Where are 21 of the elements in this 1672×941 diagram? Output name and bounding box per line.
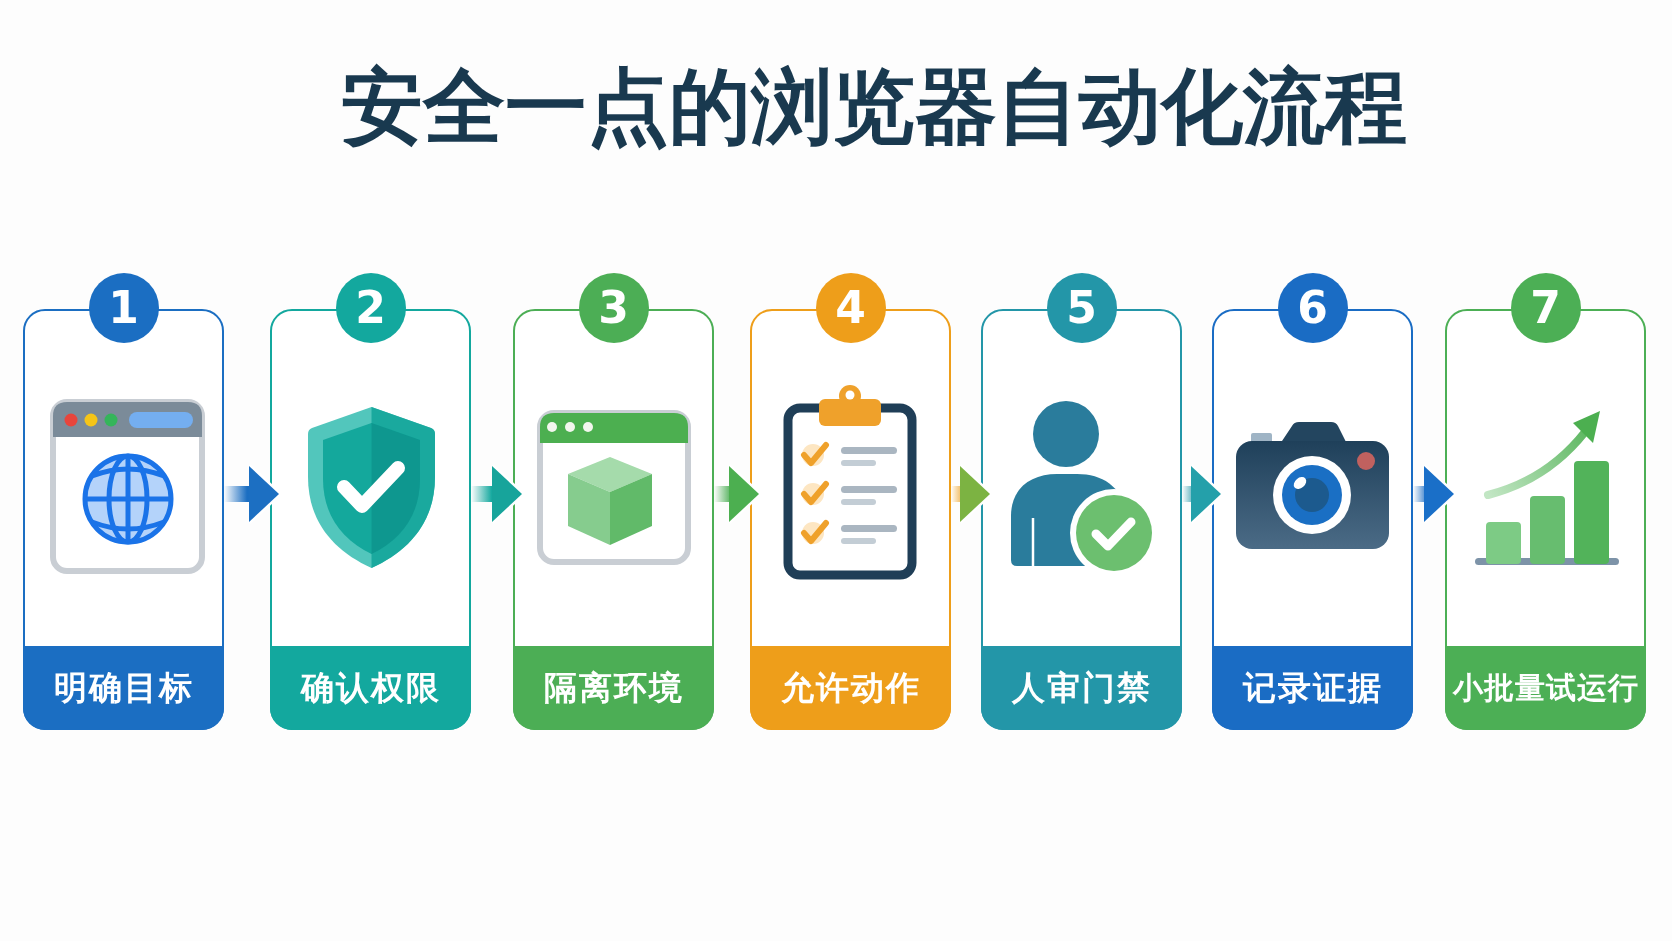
- step-label: 记录证据: [1212, 646, 1413, 730]
- arrow: [224, 463, 282, 525]
- step-label: 隔离环境: [513, 646, 714, 730]
- number-badge: 4: [815, 273, 886, 343]
- arrow: [951, 463, 993, 525]
- number-badge: 7: [1510, 273, 1581, 343]
- number-badge: 1: [88, 273, 159, 343]
- title: 安全一点的浏览器自动化流程: [341, 62, 1407, 152]
- number-badge: 5: [1046, 273, 1117, 343]
- step-label: 人审门禁: [981, 646, 1182, 730]
- arrow: [1413, 463, 1457, 525]
- arrow: [1182, 463, 1224, 525]
- step-label: 明确目标: [23, 646, 224, 730]
- step-label: 允许动作: [750, 646, 951, 730]
- number-badge: 2: [335, 273, 406, 343]
- step-label: 确认权限: [270, 646, 471, 730]
- step-label: 小批量试运行: [1445, 646, 1646, 730]
- number-badge: 6: [1277, 273, 1348, 343]
- arrow: [471, 463, 525, 525]
- number-badge: 3: [578, 273, 649, 343]
- arrow: [714, 463, 762, 525]
